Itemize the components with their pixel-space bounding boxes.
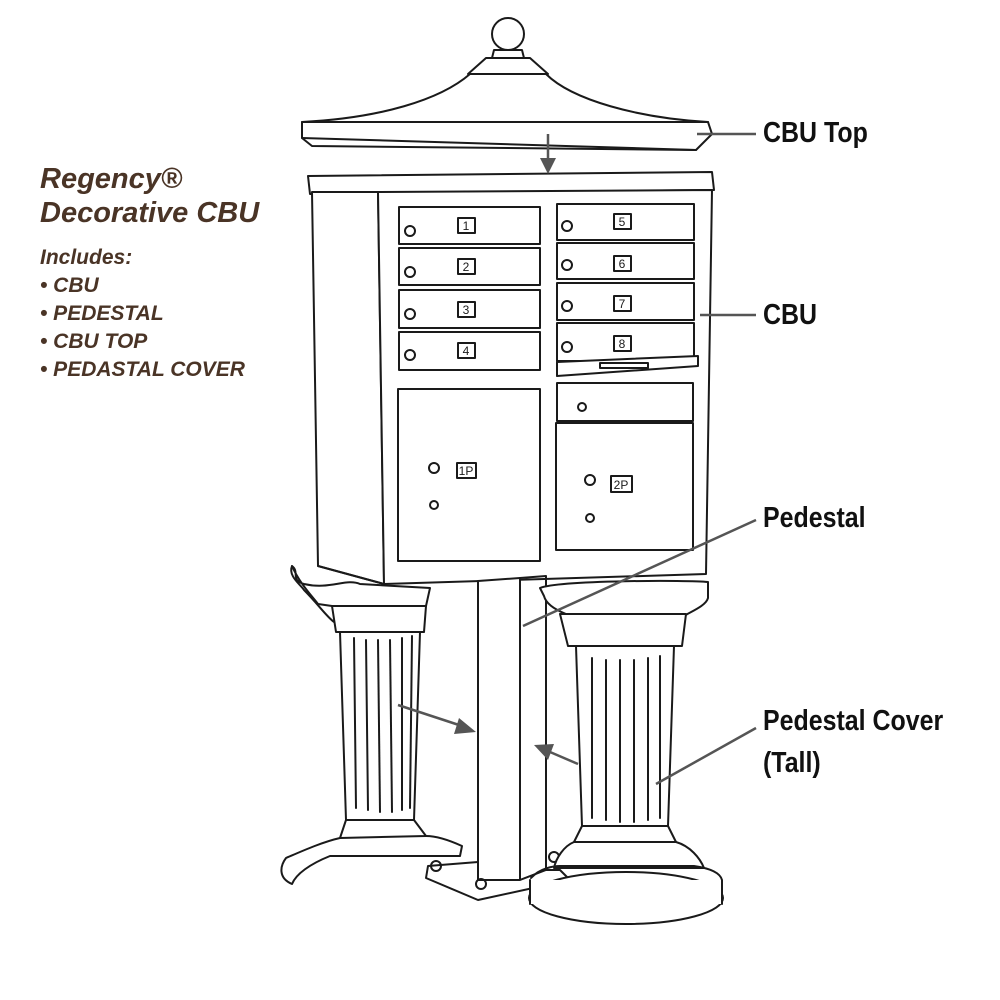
parcel-1p-label: 1P [459,464,474,478]
list-item: • CBU TOP [40,330,148,353]
product-title-line-1: Regency® [40,163,183,195]
product-title-line-2: Decorative CBU [40,197,260,229]
callout-pedestal-cover-size: (Tall) [763,747,821,779]
callout-cbu: CBU [763,299,818,331]
pedestal-post [425,575,571,901]
arrow-top-to-cbu [540,158,556,174]
compartment-7-label: 7 [619,297,626,311]
compartment-4-label: 4 [463,344,470,358]
includes-label: Includes: [40,246,133,269]
mail-doors-left [398,206,541,371]
pedestal-cover-left-half [280,565,463,885]
callout-pedestal-cover: Pedestal Cover [763,705,944,737]
callout-pedestal: Pedestal [763,502,866,534]
parcel-lockers [397,388,694,562]
compartment-5-label: 5 [619,215,626,229]
compartment-2-label: 2 [463,260,470,274]
cbu-cabinet [307,171,715,585]
roof-finial-ball [491,17,525,51]
includes-list: • CBU • PEDESTAL • CBU TOP • PEDASTAL CO… [40,272,245,384]
leader-lines [397,132,757,786]
callout-cbu-top: CBU Top [763,117,868,149]
mail-doors-right [556,203,699,422]
arrow-right-cover [534,744,554,760]
list-item: • PEDESTAL [40,302,164,325]
list-item: • PEDASTAL COVER [40,358,245,381]
compartment-1-label: 1 [463,219,470,233]
list-item: • CBU [40,274,99,297]
compartment-8-label: 8 [619,337,626,351]
leader-pedestal [522,518,757,628]
parcel-2p-label: 2P [614,478,629,492]
compartment-6-label: 6 [619,257,626,271]
leader-pedestal-cover [655,726,757,786]
compartment-labels: 1 2 3 4 5 6 7 8 1P 2P [459,215,629,492]
pedestal-cover-right [528,579,724,925]
cbu-top-roof [301,17,713,151]
arrow-left-cover [454,718,476,734]
compartment-3-label: 3 [463,303,470,317]
